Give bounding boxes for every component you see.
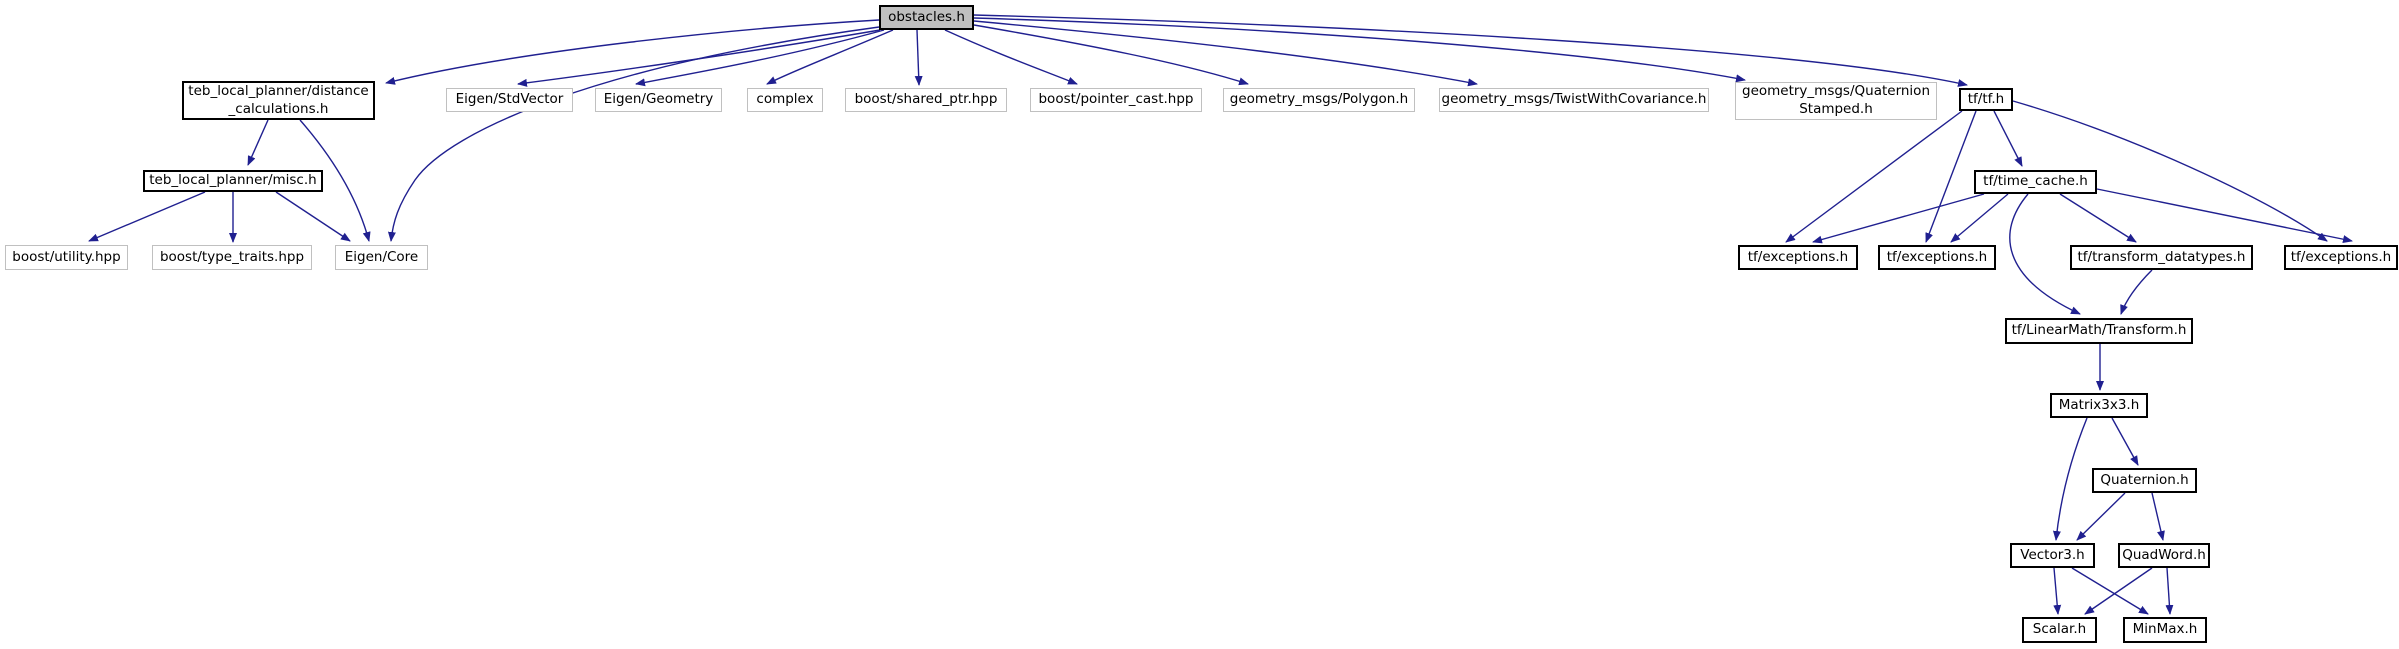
- node-tf-transform-datatypes-h[interactable]: tf/transform_datatypes.h: [2070, 245, 2253, 270]
- node-geometry-msgs-quaternionstamped-h: geometry_msgs/Quaternion Stamped.h: [1735, 82, 1937, 120]
- edge-obstacles-to-complex: [766, 29, 894, 85]
- edge-distance-to-misc: [247, 119, 269, 166]
- node-tf-exceptions-h-3[interactable]: tf/exceptions.h: [2284, 245, 2398, 270]
- node-geometry-msgs-twistwithcovariance-h: geometry_msgs/TwistWithCovariance.h: [1439, 88, 1709, 112]
- edge-obstacles-to-eigencore: [387, 26, 880, 242]
- edge-datatypes-to-transform: [2120, 269, 2153, 315]
- edge-obstacles-to-pointercast: [944, 29, 1078, 85]
- node-tf-exceptions-h-2[interactable]: tf/exceptions.h: [1878, 245, 1996, 270]
- edge-matrix-to-vector3: [2052, 417, 2088, 541]
- edge-misc-to-utility: [88, 191, 206, 242]
- edge-obstacles-to-polygon: [973, 24, 1249, 86]
- node-tf-tf-h[interactable]: tf/tf.h: [1959, 88, 2013, 111]
- edge-obstacles-to-stdvector: [517, 29, 881, 87]
- edge-timecache-to-datatypes: [2059, 193, 2137, 243]
- node-eigen-stdvector: Eigen/StdVector: [446, 88, 573, 112]
- node-obstacles-h: obstacles.h: [879, 5, 974, 30]
- node-minmax-h[interactable]: MinMax.h: [2123, 617, 2207, 643]
- node-boost-type-traits-hpp: boost/type_traits.hpp: [152, 245, 312, 270]
- edge-tf-to-exceptions3: [2012, 100, 2328, 242]
- node-geometry-msgs-polygon-h: geometry_msgs/Polygon.h: [1223, 88, 1415, 112]
- node-matrix3x3-h[interactable]: Matrix3x3.h: [2050, 393, 2148, 418]
- edge-vector3-to-scalar: [2053, 567, 2062, 615]
- edge-obstacles-to-sharedptr: [914, 29, 923, 86]
- node-boost-shared-ptr-hpp: boost/shared_ptr.hpp: [845, 88, 1007, 112]
- edge-distance-to-eigencore: [299, 119, 371, 242]
- edge-matrix-to-quaternion: [2111, 417, 2139, 466]
- node-tf-time-cache-h[interactable]: tf/time_cache.h: [1974, 170, 2097, 194]
- edge-obstacles-to-distance: [385, 19, 880, 85]
- node-boost-pointer-cast-hpp: boost/pointer_cast.hpp: [1030, 88, 1202, 112]
- edge-timecache-to-exceptions3: [2096, 188, 2353, 244]
- node-tf-linearmath-transform-h[interactable]: tf/LinearMath/Transform.h: [2005, 318, 2193, 344]
- edge-quadword-to-minmax: [2165, 567, 2174, 615]
- edge-quaternion-to-quadword: [2151, 492, 2165, 541]
- edge-misc-to-eigencore: [275, 191, 351, 242]
- edge-timecache-to-transform: [2009, 193, 2081, 315]
- node-tf-exceptions-h-1[interactable]: tf/exceptions.h: [1738, 245, 1858, 270]
- node-eigen-core: Eigen/Core: [335, 245, 428, 270]
- node-scalar-h[interactable]: Scalar.h: [2022, 617, 2097, 643]
- node-quadword-h[interactable]: QuadWord.h: [2118, 543, 2210, 568]
- edge-vector3-to-minmax: [2071, 567, 2149, 615]
- node-teb-local-planner-misc-h[interactable]: teb_local_planner/misc.h: [143, 170, 323, 192]
- node-distance-calculations-h[interactable]: teb_local_planner/distance _calculations…: [182, 81, 375, 120]
- edge-timecache-to-exceptions2: [1950, 193, 2009, 243]
- edge-obstacles-to-geometry: [635, 29, 885, 87]
- node-vector3-h[interactable]: Vector3.h: [2010, 543, 2095, 568]
- edge-tf-to-exceptions2: [1925, 110, 1977, 243]
- edge-quadword-to-scalar: [2084, 567, 2153, 615]
- edge-tf-to-exceptions1: [1785, 110, 1963, 243]
- edge-quaternion-to-vector3: [2076, 492, 2126, 541]
- node-eigen-geometry: Eigen/Geometry: [595, 88, 722, 112]
- edge-obstacles-to-quatstamped: [973, 17, 1746, 83]
- edge-timecache-to-exceptions1: [1812, 193, 1985, 244]
- node-complex: complex: [747, 88, 823, 112]
- node-quaternion-h[interactable]: Quaternion.h: [2092, 468, 2197, 493]
- edge-tf-to-timecache: [1993, 110, 2023, 167]
- edge-obstacles-to-twist: [973, 20, 1478, 87]
- edge-obstacles-to-tf: [973, 14, 1968, 87]
- node-boost-utility-hpp: boost/utility.hpp: [5, 245, 128, 270]
